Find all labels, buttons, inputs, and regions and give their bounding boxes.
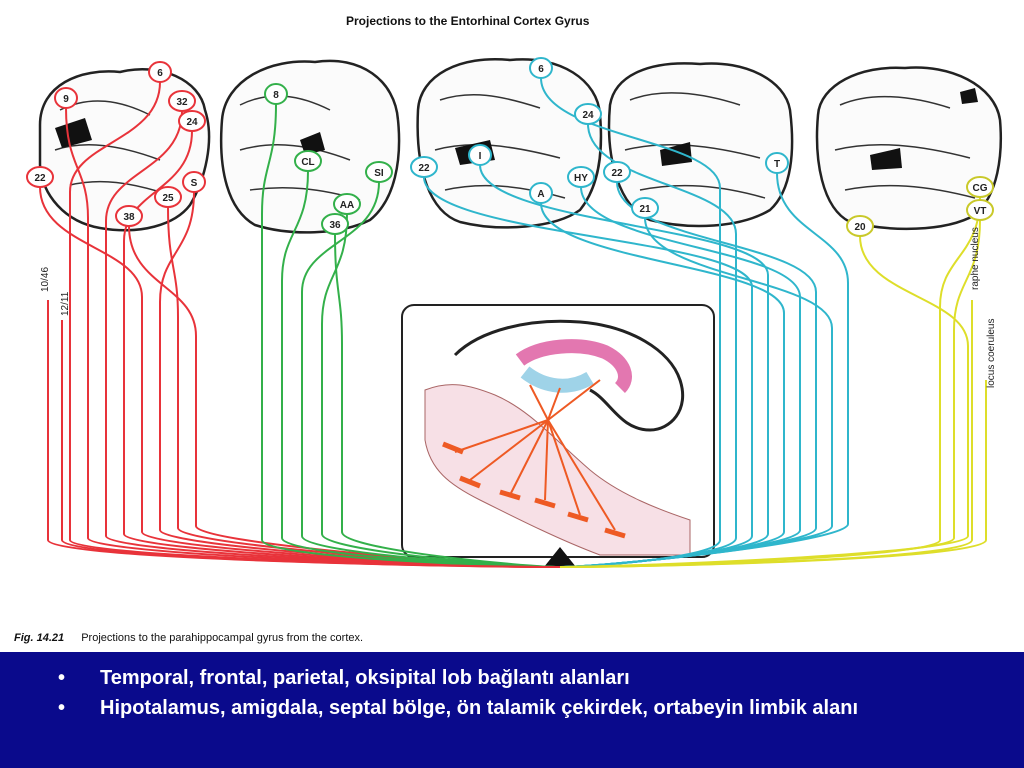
- region-node-red: 6: [148, 61, 172, 83]
- region-node-green: 36: [321, 213, 349, 235]
- region-node-cyan: 22: [603, 161, 631, 183]
- brain-section-5: [815, 66, 1003, 231]
- region-node-yellow: CG: [966, 176, 994, 198]
- region-node-label: I: [479, 151, 482, 162]
- bullet-item-2: • Hipotalamus, amigdala, septal bölge, ö…: [58, 694, 980, 723]
- region-node-green: 8: [264, 83, 288, 105]
- region-node-label: HY: [574, 173, 588, 184]
- region-node-cyan: 24: [574, 103, 602, 125]
- projection-line: [559, 380, 987, 568]
- region-node-label: 38: [123, 212, 135, 223]
- region-node-label: CL: [301, 157, 314, 168]
- region-node-label: CG: [973, 183, 988, 194]
- region-node-label: 24: [582, 110, 594, 121]
- ca-region: [520, 366, 594, 393]
- region-node-yellow: VT: [966, 199, 994, 221]
- region-node-label: 24: [186, 117, 198, 128]
- region-node-label: S: [191, 178, 198, 189]
- bullet-marker: •: [58, 667, 66, 689]
- region-node-red: 9: [54, 87, 78, 109]
- region-node-red: 22: [26, 166, 54, 188]
- figure-caption: Fig. 14.21 Projections to the parahippoc…: [14, 632, 363, 644]
- region-node-label: 22: [611, 168, 623, 179]
- projection-line: [559, 172, 849, 568]
- region-node-label: AA: [340, 200, 354, 211]
- region-node-label: 36: [329, 220, 341, 231]
- region-node-label: 6: [157, 68, 163, 79]
- projection-line: [559, 235, 969, 568]
- region-node-label: 9: [63, 94, 69, 105]
- bullet-text-1: Temporal, frontal, parietal, oksipital l…: [100, 667, 630, 689]
- region-node-label: 8: [273, 90, 279, 101]
- convergence-arrow: [544, 547, 576, 567]
- region-node-cyan: 6: [529, 57, 553, 79]
- region-node-label: 22: [34, 173, 46, 184]
- region-node-label: 20: [854, 222, 866, 233]
- bullet-list: • Temporal, frontal, parietal, oksipital…: [0, 652, 1024, 768]
- region-node-cyan: I: [468, 144, 492, 166]
- region-node-cyan: HY: [567, 166, 595, 188]
- region-node-green: SI: [365, 161, 393, 183]
- region-node-green: CL: [294, 150, 322, 172]
- brain-section-3: [416, 58, 603, 229]
- side-label: 12/11: [60, 291, 71, 316]
- region-node-red: 25: [154, 186, 182, 208]
- side-label: 10/46: [40, 267, 51, 292]
- region-node-green: AA: [333, 193, 361, 215]
- figure-title: Projections to the Entorhinal Cortex Gyr…: [346, 14, 590, 28]
- region-node-label: 6: [538, 64, 544, 75]
- region-node-red: 38: [115, 205, 143, 227]
- side-label: raphe nucleus: [970, 227, 981, 290]
- region-node-label: SI: [374, 168, 384, 179]
- region-node-cyan: 22: [410, 156, 438, 178]
- region-node-label: 32: [176, 97, 188, 108]
- region-node-cyan: T: [765, 152, 789, 174]
- region-node-label: VT: [974, 206, 987, 217]
- region-node-cyan: 21: [631, 197, 659, 219]
- region-node-label: T: [774, 159, 780, 170]
- region-node-yellow: 20: [846, 215, 874, 237]
- region-node-label: 22: [418, 163, 430, 174]
- side-label: locus coeruleus: [986, 319, 997, 388]
- region-node-label: A: [537, 189, 544, 200]
- region-node-label: 21: [639, 204, 651, 215]
- bullet-marker: •: [58, 697, 66, 719]
- projection-line: [61, 320, 561, 568]
- figure-caption-number: Fig. 14.21: [14, 632, 65, 644]
- region-node-red: 32: [168, 90, 196, 112]
- region-node-red: S: [182, 171, 206, 193]
- figure-caption-text: Projections to the parahippocampal gyrus…: [81, 632, 364, 644]
- parahippocampal-region: [424, 384, 691, 556]
- region-node-label: 25: [162, 193, 174, 204]
- bullet-item-1: • Temporal, frontal, parietal, oksipital…: [58, 664, 980, 693]
- bullet-text-2: Hipotalamus, amigdala, septal bölge, ön …: [100, 697, 859, 719]
- region-node-cyan: A: [529, 182, 553, 204]
- dentate-gyrus: [515, 339, 632, 393]
- projection-line: [334, 233, 561, 568]
- internal-projections: [454, 379, 616, 531]
- region-node-red: 24: [178, 110, 206, 132]
